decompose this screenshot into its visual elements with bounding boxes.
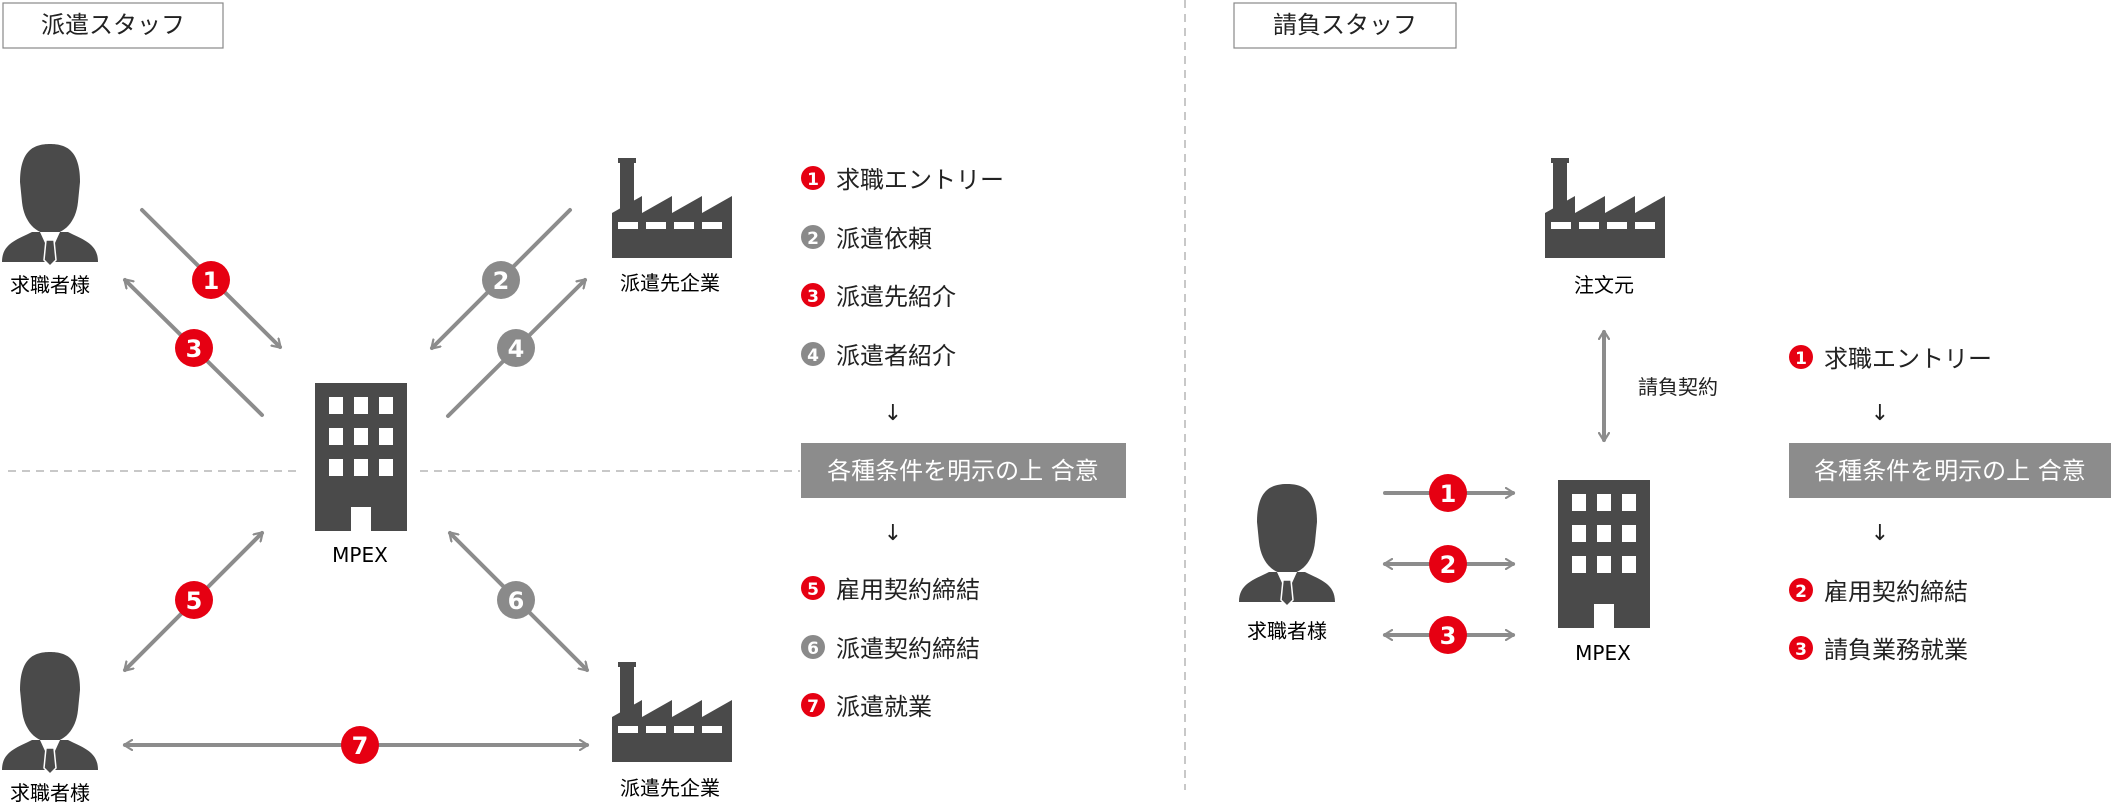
svg-text:2: 2 — [807, 229, 819, 249]
legend-left-item-1: 1 求職エントリー — [801, 166, 1004, 194]
contract-label: 請負契約 — [1638, 375, 1718, 399]
tab-contract-staff — [1233, 2, 1457, 49]
svg-text:7: 7 — [352, 732, 369, 760]
svg-text:2: 2 — [493, 267, 510, 295]
svg-text:3: 3 — [1795, 640, 1807, 660]
client-top-label: 派遣先企業 — [620, 271, 720, 295]
flow-badge-5: 5 — [175, 581, 213, 619]
right-flow-badge-1: 1 — [1429, 474, 1467, 512]
svg-text:3: 3 — [1440, 622, 1457, 650]
left-down-arrow-1: ↓ — [884, 401, 902, 426]
jobseeker-top-icon — [1, 143, 99, 267]
orderer-factory-icon — [1545, 158, 1665, 258]
flow-badge-1: 1 — [192, 261, 230, 299]
svg-text:派遣先紹介: 派遣先紹介 — [836, 283, 956, 311]
svg-text:4: 4 — [807, 346, 819, 366]
svg-text:求職エントリー: 求職エントリー — [1824, 345, 1992, 373]
svg-text:3: 3 — [186, 335, 203, 363]
legend-left-item-5: 5 雇用契約締結 — [801, 576, 980, 604]
svg-text:2: 2 — [1795, 582, 1807, 602]
svg-text:請負業務就業: 請負業務就業 — [1824, 636, 1968, 664]
svg-text:派遣契約締結: 派遣契約締結 — [836, 635, 980, 663]
legend-left-item-7: 7 派遣就業 — [801, 693, 932, 721]
svg-text:雇用契約締結: 雇用契約締結 — [836, 576, 980, 604]
client-top-factory-icon — [612, 158, 732, 258]
svg-text:2: 2 — [1440, 551, 1457, 579]
svg-text:1: 1 — [807, 170, 819, 190]
legend-left-item-6: 6 派遣契約締結 — [801, 635, 980, 663]
right-agreement-box — [1789, 443, 2111, 498]
svg-text:3: 3 — [807, 287, 819, 307]
mpex-right-label: MPEX — [1575, 641, 1631, 665]
jobseeker-top-label: 求職者様 — [10, 273, 90, 297]
flow-badge-3: 3 — [175, 329, 213, 367]
mpex-left-label: MPEX — [332, 543, 388, 567]
svg-text:求職エントリー: 求職エントリー — [836, 166, 1004, 194]
mpex-left-building-icon — [315, 383, 407, 531]
tab-dispatch-staff-label: 派遣スタッフ — [41, 11, 185, 39]
jobseeker-right-icon — [1238, 483, 1336, 607]
right-agreement-text: 各種条件を明示の上 合意 — [1814, 457, 2086, 485]
svg-text:4: 4 — [508, 335, 525, 363]
legend-left-item-2: 2 派遣依頼 — [801, 225, 932, 253]
jobseeker-bottom-icon — [1, 651, 99, 775]
svg-text:6: 6 — [508, 587, 525, 615]
jobseeker-right-label: 求職者様 — [1247, 619, 1327, 643]
right-flow-badge-2: 2 — [1429, 545, 1467, 583]
flow-badge-7: 7 — [341, 726, 379, 764]
svg-text:派遣者紹介: 派遣者紹介 — [836, 342, 956, 370]
legend-left-item-4: 4 派遣者紹介 — [801, 342, 956, 370]
legend-right-item-3: 3 請負業務就業 — [1789, 636, 1968, 664]
client-bottom-label: 派遣先企業 — [620, 776, 720, 800]
svg-text:7: 7 — [807, 697, 819, 717]
legend-right-item-2: 2 雇用契約締結 — [1789, 578, 1968, 606]
svg-text:雇用契約締結: 雇用契約締結 — [1824, 578, 1968, 606]
left-down-arrow-2: ↓ — [884, 521, 902, 546]
flow-badge-6: 6 — [497, 581, 535, 619]
right-flow-badge-3: 3 — [1429, 616, 1467, 654]
jobseeker-bottom-label: 求職者様 — [10, 781, 90, 805]
client-bottom-factory-icon — [612, 662, 732, 762]
flow-badge-2: 2 — [482, 261, 520, 299]
legend-right-item-1: 1 求職エントリー — [1789, 345, 1992, 373]
legend-left-item-3: 3 派遣先紹介 — [801, 283, 956, 311]
mpex-right-building-icon — [1558, 480, 1650, 628]
tab-dispatch-staff — [2, 2, 224, 49]
left-agreement-text: 各種条件を明示の上 合意 — [827, 457, 1099, 485]
svg-text:1: 1 — [1795, 349, 1807, 369]
svg-text:派遣就業: 派遣就業 — [836, 693, 932, 721]
svg-text:6: 6 — [807, 639, 819, 659]
right-down-arrow-1: ↓ — [1871, 401, 1889, 426]
svg-text:5: 5 — [186, 587, 203, 615]
right-down-arrow-2: ↓ — [1871, 521, 1889, 546]
svg-text:5: 5 — [807, 580, 819, 600]
tab-contract-staff-label: 請負スタッフ — [1273, 11, 1417, 39]
svg-text:1: 1 — [1440, 480, 1457, 508]
left-agreement-box — [801, 443, 1126, 498]
flow-badge-4: 4 — [497, 329, 535, 367]
svg-text:派遣依頼: 派遣依頼 — [836, 225, 932, 253]
orderer-label: 注文元 — [1574, 273, 1634, 297]
svg-text:1: 1 — [203, 267, 220, 295]
